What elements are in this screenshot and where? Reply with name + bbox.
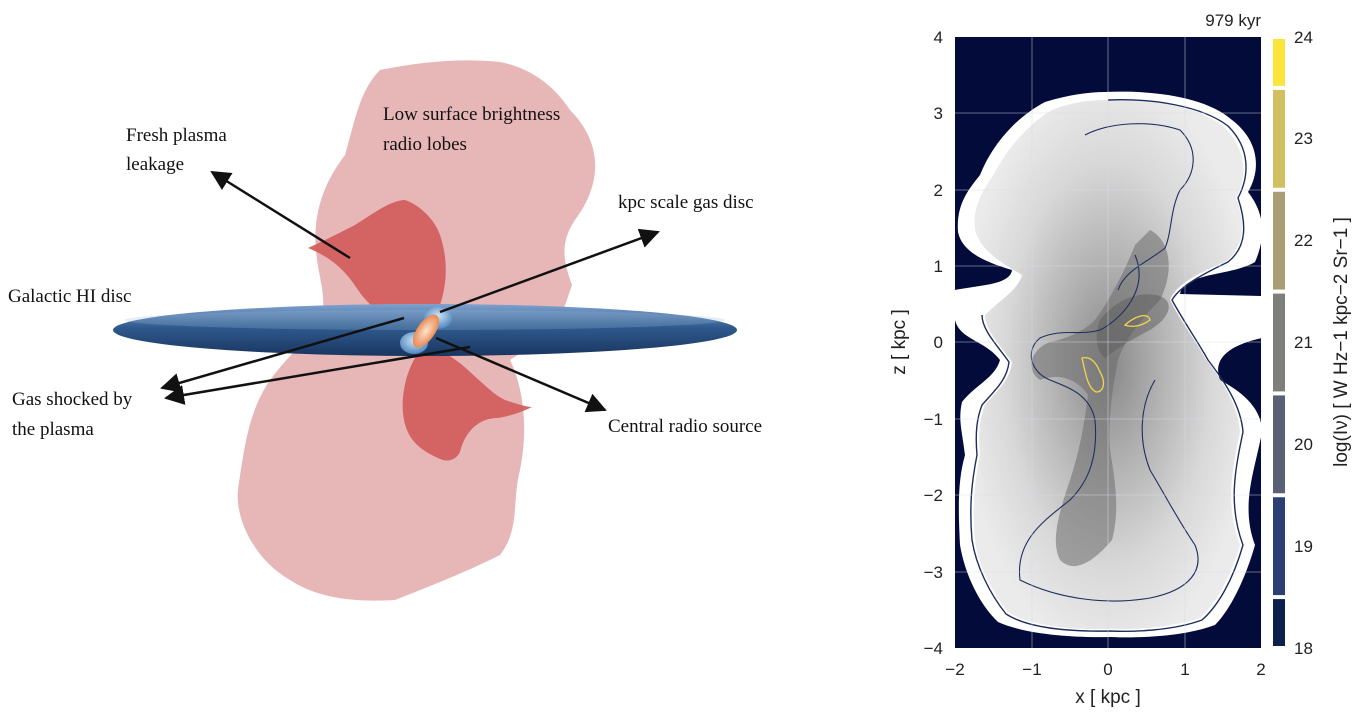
x-tick-label: 0 bbox=[1103, 660, 1112, 679]
central-radio-source-core bbox=[412, 314, 440, 348]
x-tick-label: 2 bbox=[1256, 660, 1265, 679]
label-galactic-disc: Galactic HI disc bbox=[8, 286, 131, 307]
colorbar-label: log(Iν) [ W Hz−1 kpc−2 Sr−1 ] bbox=[1331, 217, 1352, 467]
colorbar-tick-labels: 24 23 22 21 20 19 18 bbox=[1294, 28, 1313, 658]
y-tick-label: 2 bbox=[934, 181, 943, 200]
label-gas-shocked: Gas shocked by the plasma bbox=[12, 389, 137, 440]
y-tick-label: −4 bbox=[924, 639, 943, 658]
colorbar-tick-label: 22 bbox=[1294, 231, 1313, 250]
time-annotation: 979 kyr bbox=[1205, 11, 1261, 30]
y-tick-label: −3 bbox=[924, 563, 943, 582]
label-fresh-plasma: Fresh plasma leakage bbox=[126, 125, 232, 175]
label-low-surface-brightness: Low surface brightness radio lobes bbox=[383, 104, 565, 155]
x-tick-label: −2 bbox=[945, 660, 964, 679]
label-kpc-disc: kpc scale gas disc bbox=[618, 192, 754, 213]
y-tick-label: 0 bbox=[934, 333, 943, 352]
arrow-gas-shocked-1 bbox=[160, 316, 405, 393]
x-tick-label: −1 bbox=[1022, 660, 1041, 679]
colorbar bbox=[1273, 39, 1285, 646]
arrow-gas-shocked-2 bbox=[164, 345, 471, 405]
colorbar-bin bbox=[1273, 39, 1285, 86]
y-tick-label: 4 bbox=[934, 28, 943, 47]
grid-lines bbox=[955, 37, 1261, 648]
arrow-central-source bbox=[435, 336, 607, 413]
y-axis-label: z [ kpc ] bbox=[889, 309, 910, 374]
y-tick-label: 1 bbox=[934, 257, 943, 276]
colorbar-tick-label: 24 bbox=[1294, 28, 1313, 47]
y-tick-label: −2 bbox=[924, 486, 943, 505]
simulation-panel: 979 kyr 4 3 2 1 0 −1 −2 −3 −4 −2 −1 0 1 … bbox=[889, 11, 1352, 708]
y-tick-label: 3 bbox=[934, 104, 943, 123]
fresh-plasma-lower-lobe bbox=[402, 345, 532, 461]
contour-bright bbox=[1081, 315, 1151, 393]
colorbar-bin bbox=[1273, 293, 1285, 392]
contour-inner bbox=[1018, 123, 1199, 602]
x-axis-label: x [ kpc ] bbox=[1075, 687, 1140, 708]
colorbar-tick-label: 20 bbox=[1294, 435, 1313, 454]
colorbar-tick-label: 19 bbox=[1294, 537, 1313, 556]
fresh-plasma-lobe bbox=[308, 200, 446, 328]
radio-lobe-schematic: Fresh plasma leakage Low surface brightn… bbox=[8, 60, 762, 601]
x-tick-label: 1 bbox=[1180, 660, 1189, 679]
colorbar-bin bbox=[1273, 395, 1285, 494]
y-tick-labels: 4 3 2 1 0 −1 −2 −3 −4 bbox=[924, 28, 943, 658]
colorbar-bin bbox=[1273, 191, 1285, 290]
arrow-fresh-plasma bbox=[210, 170, 351, 260]
label-central-source: Central radio source bbox=[608, 416, 762, 437]
colorbar-bin bbox=[1273, 89, 1285, 188]
colorbar-bin bbox=[1273, 497, 1285, 596]
arrow-kpc-disc bbox=[439, 228, 660, 314]
colorbar-tick-label: 18 bbox=[1294, 639, 1313, 658]
contour-outer bbox=[970, 99, 1247, 632]
colorbar-bin bbox=[1273, 599, 1285, 646]
x-tick-labels: −2 −1 0 1 2 bbox=[945, 660, 1265, 679]
colorbar-tick-label: 23 bbox=[1294, 129, 1313, 148]
y-tick-label: −1 bbox=[924, 410, 943, 429]
colorbar-tick-label: 21 bbox=[1294, 333, 1313, 352]
